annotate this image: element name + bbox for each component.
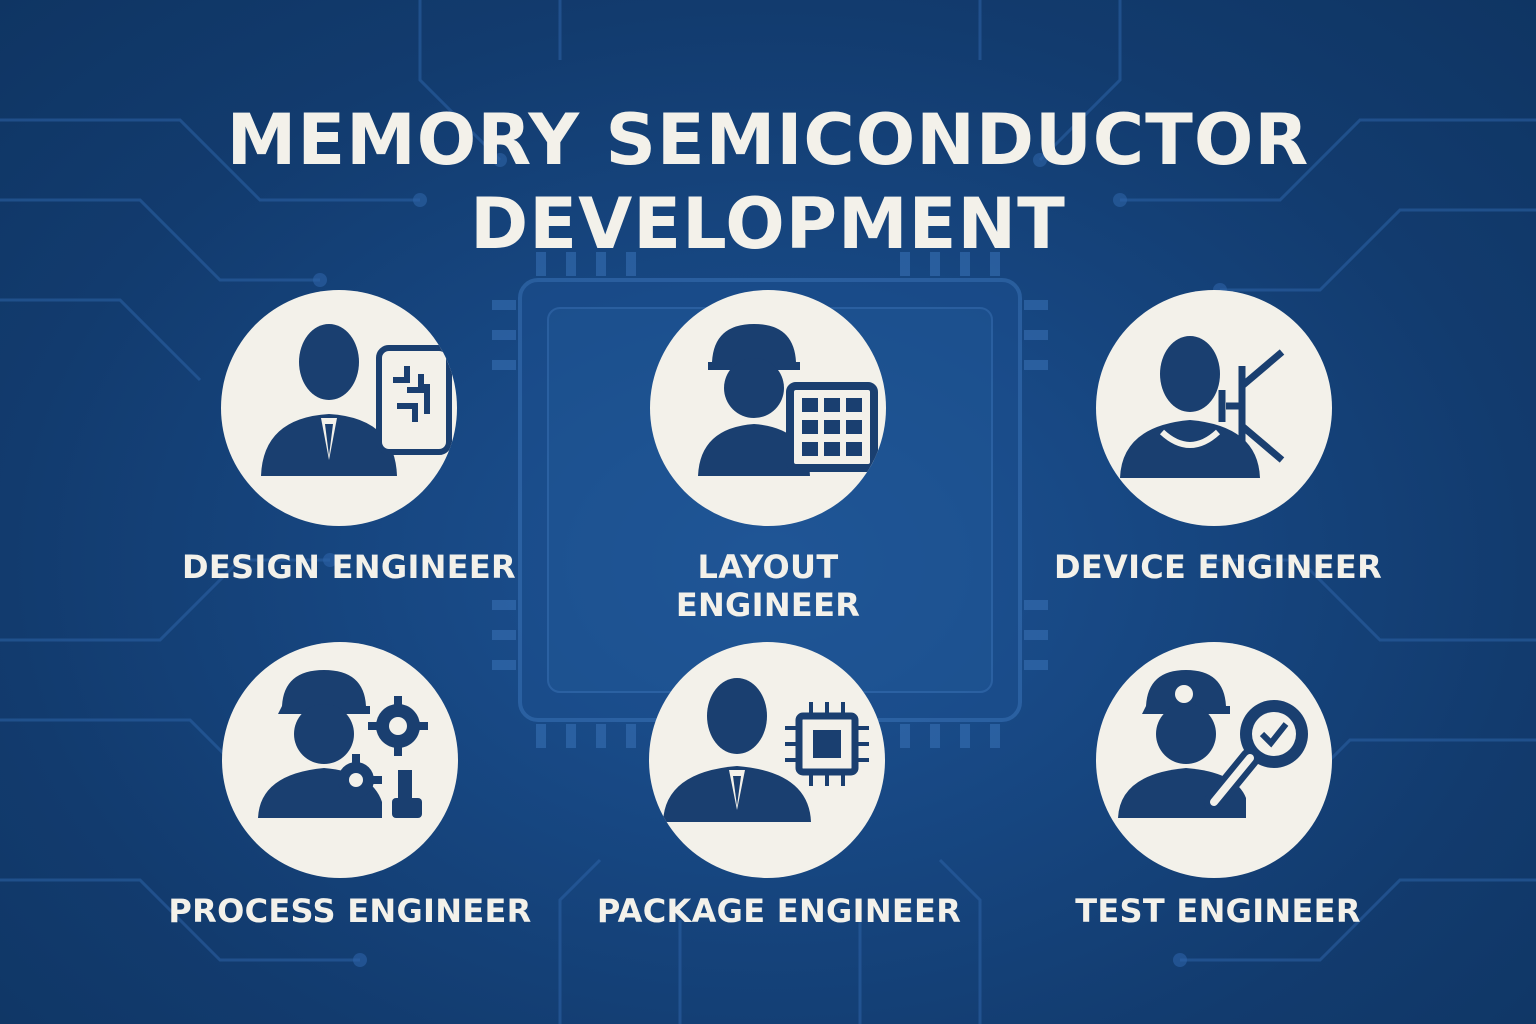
- role-card-design-engineer: DESIGN ENGINEER: [129, 290, 569, 590]
- role-card-device-engineer: DEVICE ENGINEER: [998, 290, 1438, 590]
- page-title-line-1: MEMORY SEMICONDUCTOR: [226, 99, 1310, 181]
- process-engineer-icon: [222, 642, 458, 878]
- role-label-design-engineer: DESIGN ENGINEER: [181, 548, 516, 586]
- layout-engineer-icon: [650, 290, 886, 526]
- role-card-layout-engineer: LAYOUT ENGINEER: [548, 290, 988, 630]
- role-card-test-engineer: TEST ENGINEER: [998, 642, 1438, 942]
- device-engineer-icon: [1096, 290, 1332, 526]
- design-engineer-icon: [221, 290, 457, 526]
- page-title-line-2: DEVELOPMENT: [470, 183, 1066, 265]
- role-card-process-engineer: PROCESS ENGINEER: [130, 642, 570, 942]
- role-label-layout-engineer-line-1: LAYOUT: [697, 548, 839, 586]
- role-label-process-engineer: PROCESS ENGINEER: [168, 892, 532, 930]
- package-engineer-icon: [649, 642, 885, 878]
- role-label-test-engineer: TEST ENGINEER: [1075, 892, 1361, 930]
- test-engineer-icon: [1096, 642, 1332, 878]
- role-card-package-engineer: PACKAGE ENGINEER: [559, 642, 999, 942]
- role-label-device-engineer: DEVICE ENGINEER: [1053, 548, 1383, 586]
- role-label-package-engineer: PACKAGE ENGINEER: [596, 892, 962, 930]
- role-label-layout-engineer-line-2: ENGINEER: [675, 586, 861, 624]
